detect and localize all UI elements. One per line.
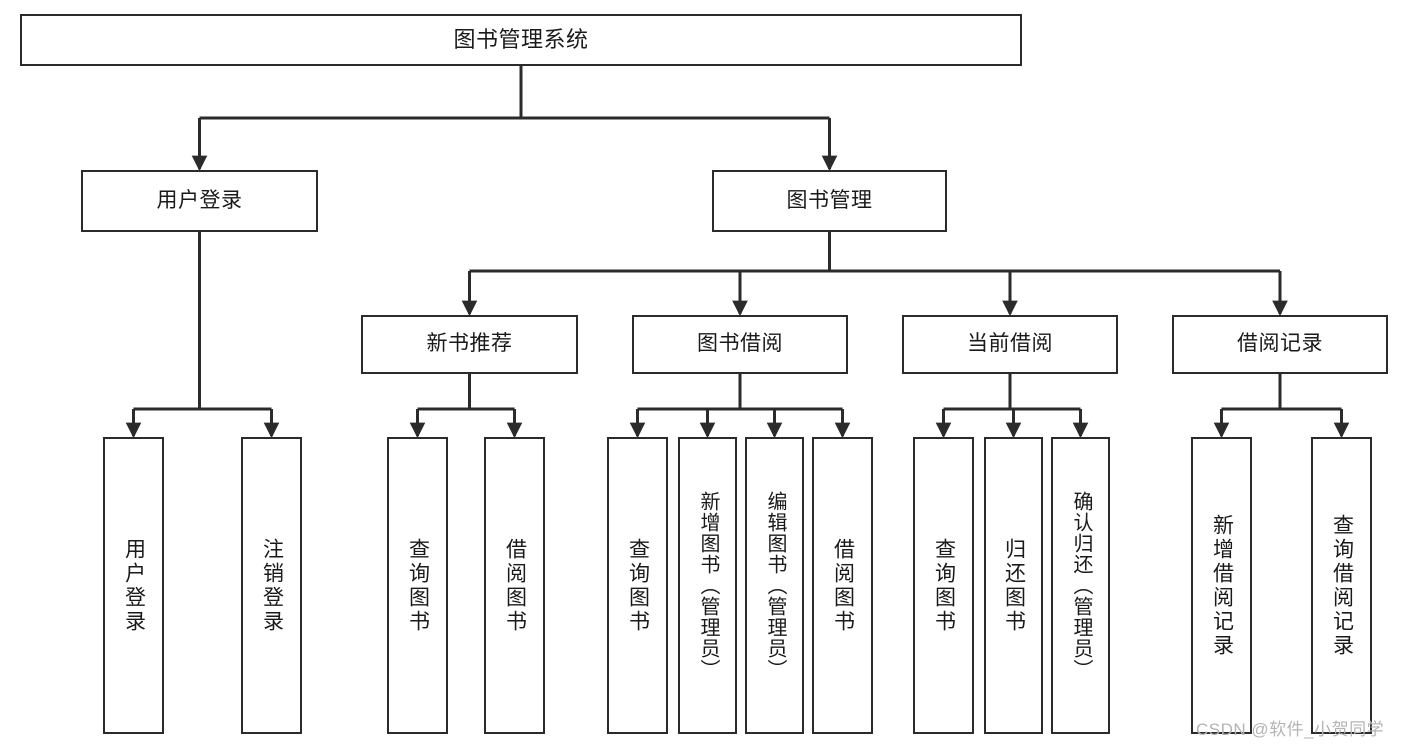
node-label: 用户登录: [122, 537, 146, 634]
node-label: 借阅图书: [503, 537, 527, 634]
node-label: 借阅记录: [1237, 332, 1323, 356]
node-leaf-record-add[interactable]: 新增借阅记录: [1191, 437, 1252, 734]
node-label: 确认归还（管理员）: [1070, 491, 1092, 680]
node-leaf-rec-query-book[interactable]: 查询图书: [387, 437, 448, 734]
node-leaf-user-login[interactable]: 用户登录: [103, 437, 164, 734]
node-label: 归还图书: [1002, 537, 1026, 634]
node-label: 新增借阅记录: [1210, 513, 1234, 658]
node-label: 新书推荐: [426, 332, 513, 356]
node-leaf-record-query[interactable]: 查询借阅记录: [1311, 437, 1372, 734]
node-leaf-borrow-add-book[interactable]: 新增图书（管理员）: [678, 437, 737, 734]
watermark: CSDN @软件_小贺同学: [1196, 720, 1385, 739]
node-label: 新增图书（管理员）: [697, 491, 719, 680]
node-label: 图书管理系统: [453, 27, 589, 53]
node-root[interactable]: 图书管理系统: [20, 14, 1022, 66]
node-new-book-rec[interactable]: 新书推荐: [361, 315, 578, 374]
node-label: 查询图书: [932, 537, 956, 634]
node-book-borrow[interactable]: 图书借阅: [632, 315, 848, 374]
node-label: 注销登录: [260, 537, 284, 634]
node-label: 用户登录: [156, 188, 243, 212]
node-label: 查询借阅记录: [1330, 513, 1354, 658]
node-leaf-current-confirm-return[interactable]: 确认归还（管理员）: [1051, 437, 1110, 734]
node-borrow-record[interactable]: 借阅记录: [1172, 315, 1388, 374]
node-label: 编辑图书（管理员）: [764, 491, 786, 680]
node-leaf-current-return-book[interactable]: 归还图书: [984, 437, 1043, 734]
node-user-login[interactable]: 用户登录: [81, 170, 318, 232]
node-current-borrow[interactable]: 当前借阅: [902, 315, 1118, 374]
node-label: 借阅图书: [831, 537, 855, 634]
node-label: 图书借阅: [697, 332, 783, 356]
node-label: 查询图书: [626, 537, 650, 634]
node-leaf-borrow-edit-book[interactable]: 编辑图书（管理员）: [745, 437, 804, 734]
node-leaf-rec-borrow-book[interactable]: 借阅图书: [484, 437, 545, 734]
node-book-manage[interactable]: 图书管理: [712, 170, 947, 232]
node-leaf-borrow-query-book[interactable]: 查询图书: [607, 437, 668, 734]
node-leaf-current-query-book[interactable]: 查询图书: [913, 437, 974, 734]
node-leaf-user-logout[interactable]: 注销登录: [241, 437, 302, 734]
node-label: 当前借阅: [967, 332, 1053, 356]
node-leaf-borrow-borrow-book[interactable]: 借阅图书: [812, 437, 873, 734]
node-label: 查询图书: [406, 537, 430, 634]
node-label: 图书管理: [786, 188, 873, 212]
